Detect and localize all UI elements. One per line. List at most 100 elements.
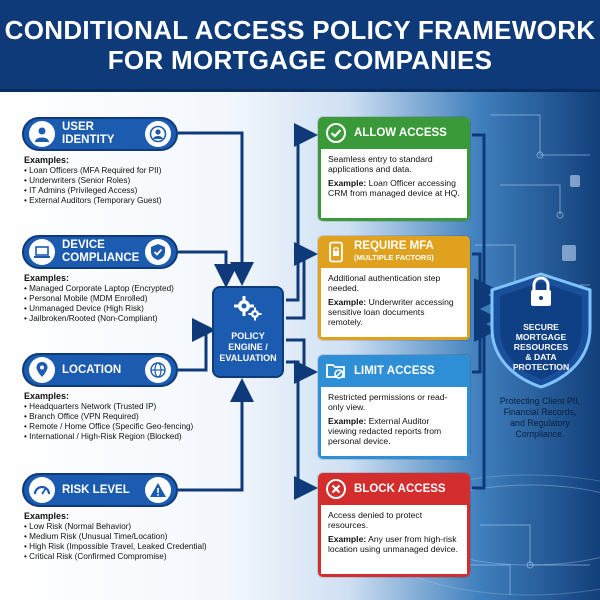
location-pill: LOCATION <box>22 353 178 387</box>
laptop-icon <box>29 239 55 265</box>
list-item: Branch Office (VPN Required) <box>24 412 193 422</box>
folder-restricted-icon <box>324 359 348 383</box>
device-title-line-1: DEVICE <box>62 239 105 251</box>
list-item: Low Risk (Normal Behavior) <box>24 522 207 532</box>
list-item: Personal Mobile (MDM Enrolled) <box>24 294 174 304</box>
limit-access-desc: Restricted permissions or read-only view… <box>328 392 448 412</box>
protect-line-3: and Regulatory <box>510 418 570 428</box>
block-access-example: Example: Any user from high-risk locatio… <box>328 534 460 554</box>
secure-shield-graphic <box>490 272 592 389</box>
shield-line-2: MORTGAGE <box>515 332 567 342</box>
allow-access-desc: Seamless entry to standard applications … <box>328 154 433 174</box>
page-title-line-2: FOR MORTGAGE COMPANIES <box>107 44 493 75</box>
engine-line-2: ENGINE / <box>228 342 268 352</box>
protection-caption: Protecting Client PII, Financial Records… <box>482 396 598 440</box>
location-title: LOCATION <box>62 363 122 376</box>
risk-level-examples: Examples: Low Risk (Normal Behavior) Med… <box>24 511 207 562</box>
example-text: Loan Officer accessing CRM from managed … <box>328 178 460 198</box>
require-mfa-example: Example: Underwriter accessing sensitive… <box>328 297 460 327</box>
examples-label: Examples: <box>24 273 70 283</box>
engine-line-1: POLICY <box>231 331 265 341</box>
protect-line-2: Financial Records, <box>503 407 577 417</box>
shield-line-4: & DATA <box>525 352 557 362</box>
require-mfa-header: REQUIRE MFA (MULTIPLE FACTORS) <box>318 236 470 268</box>
list-item: International / High-Risk Region (Blocke… <box>24 432 193 442</box>
example-label: Example: <box>328 416 367 426</box>
allow-access-example: Example: Loan Officer accessing CRM from… <box>328 178 460 198</box>
lock-icon <box>531 276 551 306</box>
require-mfa-title-text: REQUIRE MFA <box>354 240 434 252</box>
engine-line-3: EVALUATION <box>219 353 277 363</box>
examples-label: Examples: <box>24 391 70 401</box>
map-pin-icon <box>29 357 55 383</box>
list-item: Managed Corporate Laptop (Encrypted) <box>24 284 174 294</box>
require-mfa-title: REQUIRE MFA (MULTIPLE FACTORS) <box>354 240 434 264</box>
risk-level-pill: RISK LEVEL <box>22 473 178 507</box>
list-item: High Risk (Impossible Travel, Leaked Cre… <box>24 542 206 552</box>
examples-label: Examples: <box>24 155 70 165</box>
block-access-header: BLOCK ACCESS <box>318 473 470 505</box>
block-access-desc: Access denied to protect resources. <box>328 510 423 530</box>
device-compliance-title: DEVICE COMPLIANCE <box>62 239 140 265</box>
allow-access-header: ALLOW ACCESS <box>318 117 470 149</box>
examples-label: Examples: <box>24 511 70 521</box>
list-item: External Auditors (Temporary Guest) <box>24 196 161 206</box>
list-item: Headquarters Network (Trusted IP) <box>24 402 193 412</box>
list-item: Remote / Home Office (Specific Geo-fenci… <box>24 422 193 432</box>
list-item: Jailbroken/Rooted (Non-Compliant) <box>24 314 174 324</box>
example-label: Example: <box>328 178 367 188</box>
limit-access-body: Restricted permissions or read-only view… <box>318 387 470 459</box>
device-compliance-examples: Examples: Managed Corporate Laptop (Encr… <box>24 273 174 324</box>
example-label: Example: <box>328 534 367 544</box>
list-item: Medium Risk (Unusual Time/Location) <box>24 532 207 542</box>
list-item: Unmanaged Device (High Risk) <box>24 304 174 314</box>
x-circle-icon <box>324 477 348 501</box>
warning-icon <box>145 477 171 503</box>
device-title-line-2: COMPLIANCE <box>62 252 140 264</box>
require-mfa-body: Additional authentication step needed. E… <box>318 268 470 340</box>
policy-engine-label: POLICY ENGINE / EVALUATION <box>219 331 276 364</box>
require-mfa-card: REQUIRE MFA (MULTIPLE FACTORS) Additiona… <box>318 236 470 340</box>
protect-line-1: Protecting Client PII, <box>499 396 581 406</box>
block-access-body: Access denied to protect resources. Exam… <box>318 505 470 577</box>
page-title-line-1: CONDITIONAL ACCESS POLICY FRAMEWORK <box>4 14 596 45</box>
user-identity-pill: USER IDENTITY <box>22 117 178 151</box>
protect-line-4: Compliance. <box>515 429 565 439</box>
limit-access-title: LIMIT ACCESS <box>354 365 435 377</box>
user-identity-title: USER IDENTITY <box>62 121 115 146</box>
limit-access-header: LIMIT ACCESS <box>318 355 470 387</box>
shield-line-1: SECURE <box>523 322 559 332</box>
limit-access-card: LIMIT ACCESS Restricted permissions or r… <box>318 355 470 459</box>
limit-access-example: Example: External Auditor viewing redact… <box>328 416 460 446</box>
list-item: IT Admins (Privileged Access) <box>24 186 162 196</box>
list-item: Critical Risk (Confirmed Compromise) <box>24 552 207 562</box>
list-item: Underwriters (Senior Roles) <box>24 176 162 186</box>
phone-lock-icon <box>324 240 348 264</box>
check-circle-icon <box>324 121 348 145</box>
gauge-icon <box>29 477 55 503</box>
example-text: External Auditor viewing redacted report… <box>328 416 442 446</box>
shield-line-5: PROTECTION <box>512 362 570 372</box>
shield-check-icon <box>145 239 171 265</box>
gears-icon <box>233 294 263 327</box>
page-header: CONDITIONAL ACCESS POLICY FRAMEWORK FOR … <box>0 0 600 92</box>
shield-line-3: RESOURCES <box>513 342 569 352</box>
globe-icon <box>145 357 171 383</box>
example-text: Any user from high-risk location using u… <box>328 534 458 554</box>
allow-access-body: Seamless entry to standard applications … <box>318 149 470 221</box>
device-compliance-pill: DEVICE COMPLIANCE <box>22 235 178 269</box>
example-label: Example: <box>328 297 367 307</box>
allow-access-card: ALLOW ACCESS Seamless entry to standard … <box>318 117 470 221</box>
block-access-title: BLOCK ACCESS <box>354 483 446 495</box>
shield-label: SECURE MORTGAGE RESOURCES & DATA PROTECT… <box>486 322 596 372</box>
list-item: Loan Officers (MFA Required for PII) <box>24 166 162 176</box>
allow-access-title: ALLOW ACCESS <box>354 127 447 139</box>
user-icon <box>29 121 55 147</box>
block-access-card: BLOCK ACCESS Access denied to protect re… <box>318 473 470 577</box>
require-mfa-desc: Additional authentication step needed. <box>328 273 441 293</box>
example-text: Underwriter accessing sensitive loan doc… <box>328 297 454 327</box>
location-examples: Examples: Headquarters Network (Trusted … <box>24 391 193 442</box>
policy-engine-box: POLICY ENGINE / EVALUATION <box>212 286 284 378</box>
user-identity-examples: Examples: Loan Officers (MFA Required fo… <box>24 155 162 206</box>
risk-level-title: RISK LEVEL <box>62 483 130 496</box>
